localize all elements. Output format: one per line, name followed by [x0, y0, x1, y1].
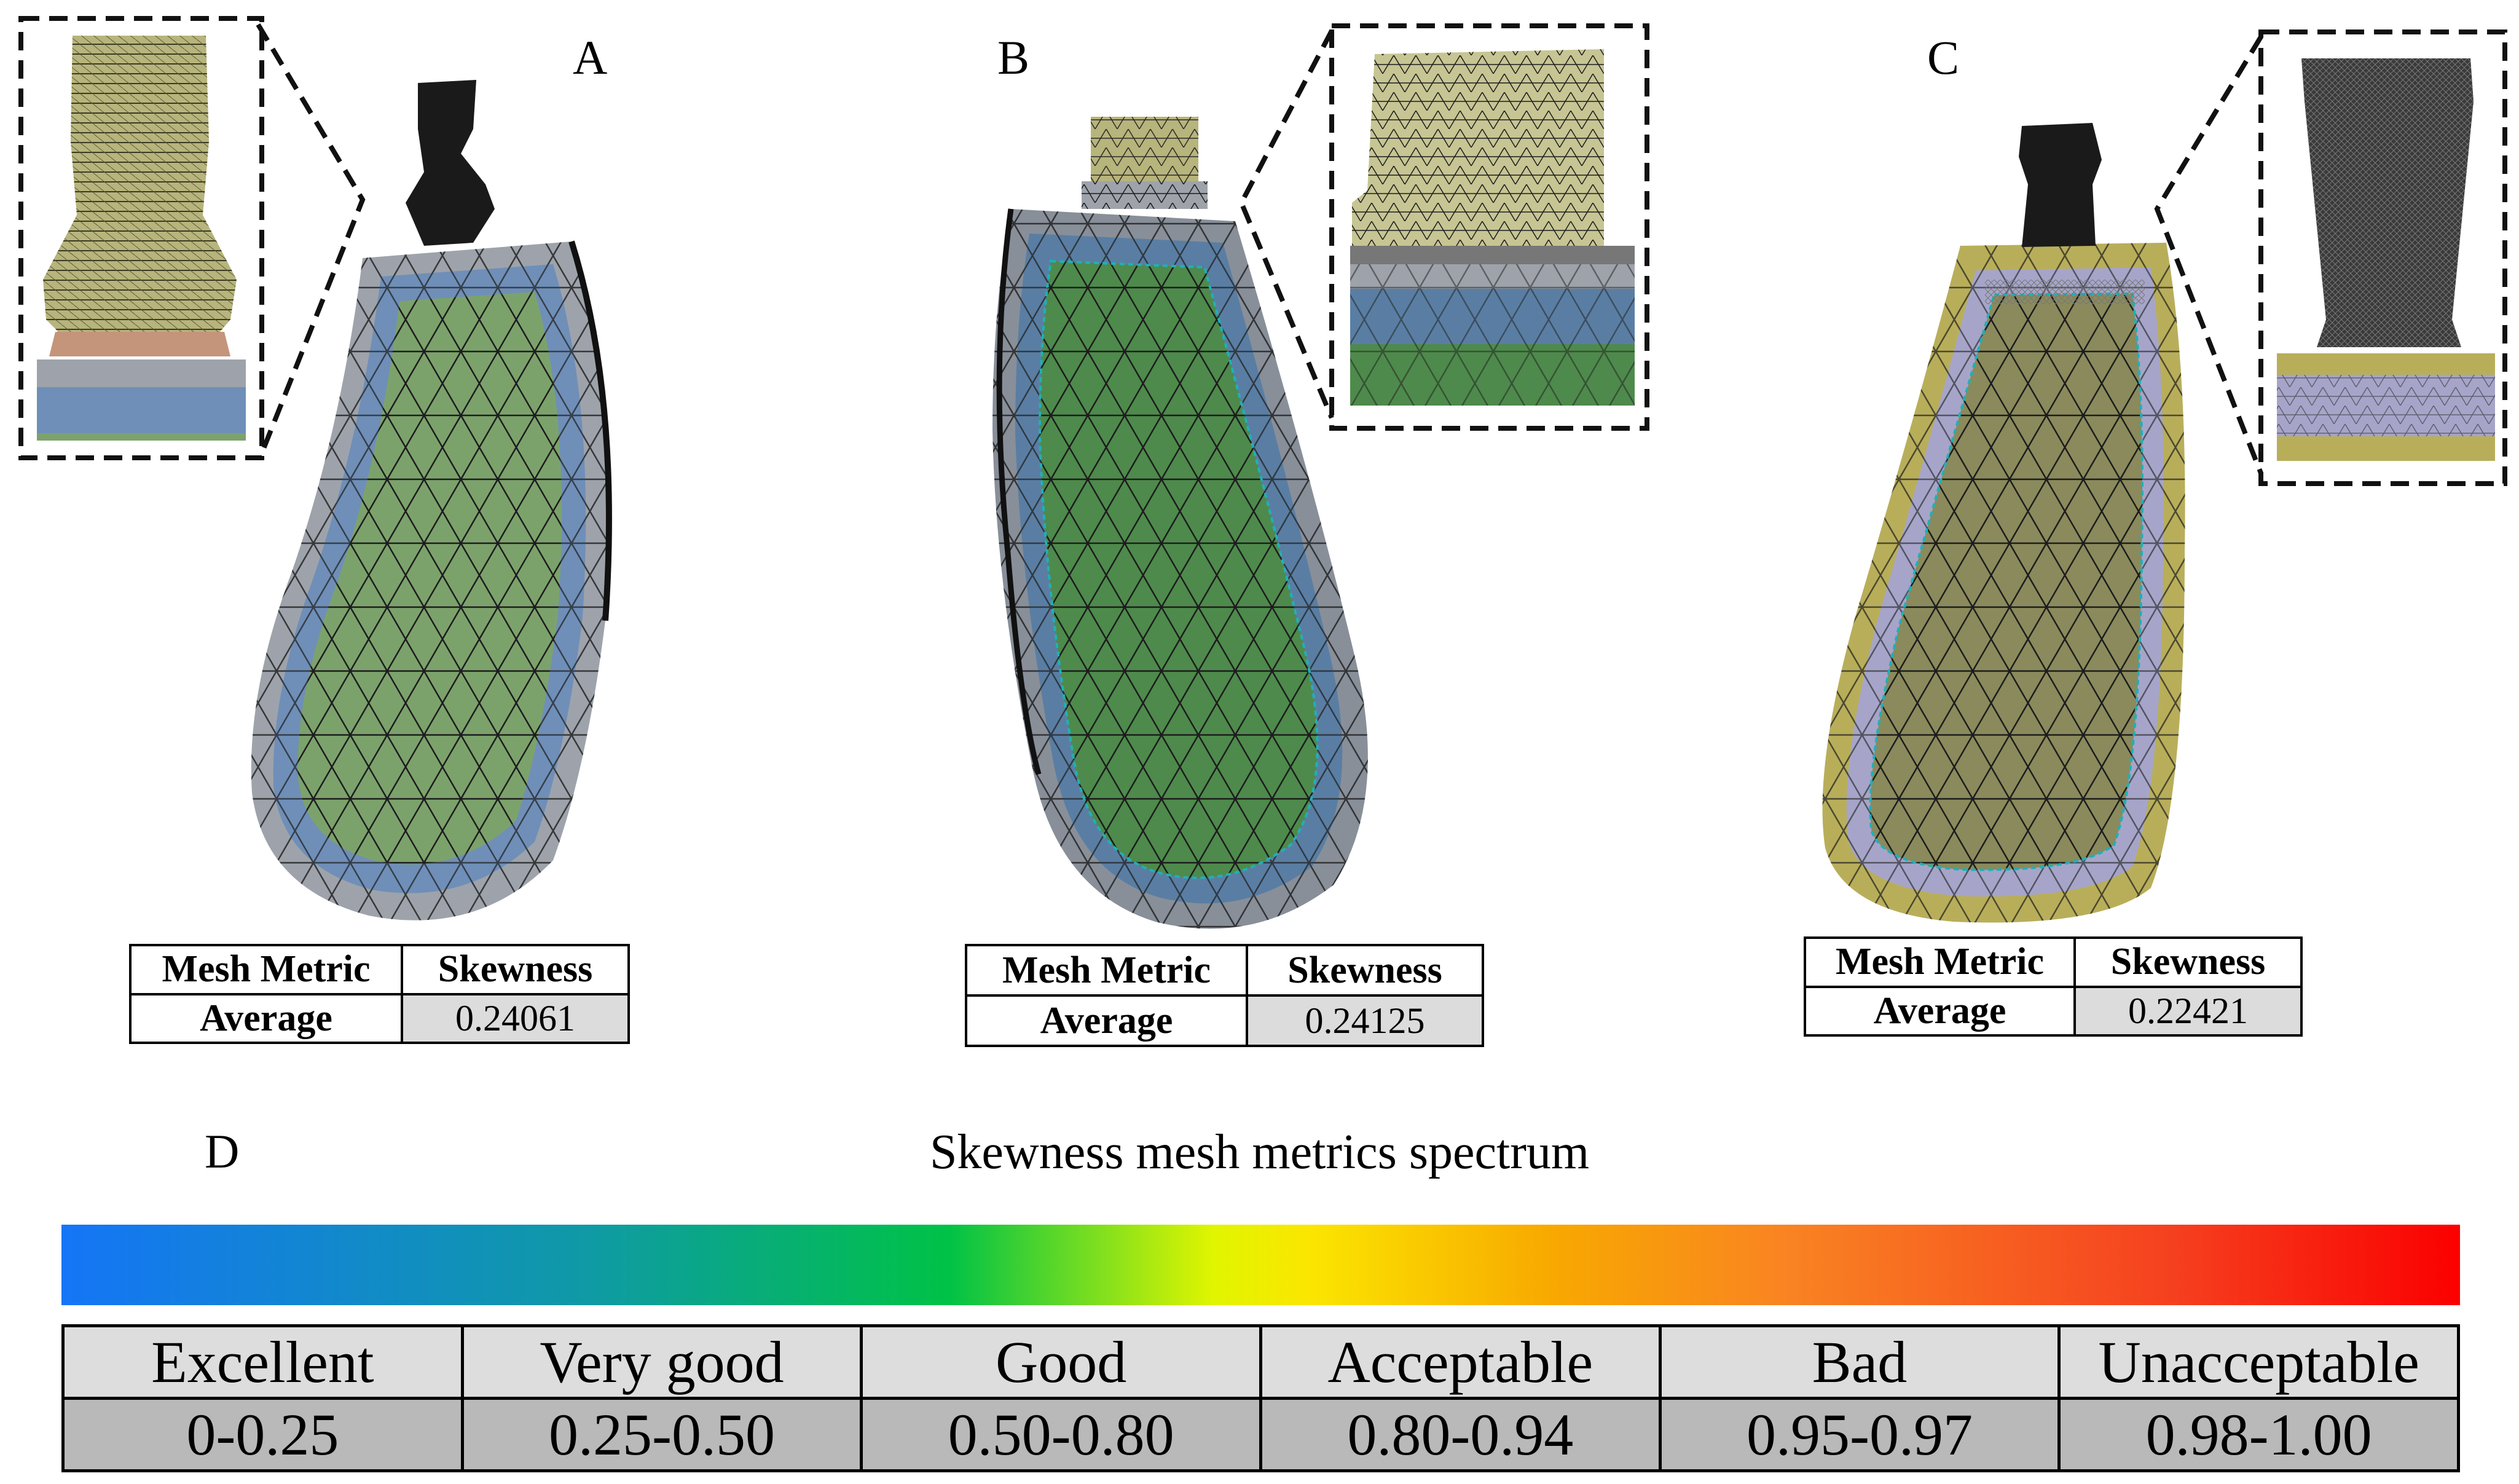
panel-c-mesh-table: Mesh Metric Skewness Average 0.22421	[1804, 936, 2303, 1037]
panel-a-metric-header: Mesh Metric	[129, 944, 403, 995]
panel-b-letter: B	[997, 31, 1030, 84]
panel-c-letter: C	[1927, 31, 1960, 84]
panel-b-model	[992, 117, 1368, 929]
panel-b-average-label: Average	[965, 994, 1248, 1047]
panel-c-skewness-header: Skewness	[2073, 936, 2303, 988]
panel-c-inset	[2154, 29, 2507, 486]
range-very-good: 0.25-0.50	[460, 1397, 863, 1472]
panel-a-model	[251, 80, 612, 921]
panel-a-letter: A	[573, 31, 608, 84]
category-excellent: Excellent	[61, 1324, 464, 1400]
panel-c-metric-header: Mesh Metric	[1804, 936, 2076, 988]
panel-a-mesh-table: Mesh Metric Skewness Average 0.24061	[129, 944, 630, 1044]
panel-a-average-label: Average	[129, 992, 403, 1044]
range-good: 0.50-0.80	[860, 1397, 1262, 1472]
panel-b-inset	[1238, 23, 1649, 431]
panel-c-average-label: Average	[1804, 985, 2076, 1037]
category-good: Good	[860, 1324, 1262, 1400]
panel-a-inset	[18, 16, 366, 460]
category-bad: Bad	[1658, 1324, 2061, 1400]
category-very-good: Very good	[460, 1324, 863, 1400]
panel-c-implant	[2019, 123, 2102, 247]
panel-a-skewness-value: 0.24061	[401, 992, 630, 1044]
range-excellent: 0-0.25	[61, 1397, 464, 1472]
category-unacceptable: Unacceptable	[2057, 1324, 2460, 1400]
panel-c-skewness-value: 0.22421	[2073, 985, 2303, 1037]
range-acceptable: 0.80-0.94	[1259, 1397, 1662, 1472]
range-unacceptable: 0.98-1.00	[2057, 1397, 2460, 1472]
panel-a-skewness-header: Skewness	[401, 944, 630, 995]
panel-b-skewness-value: 0.24125	[1246, 994, 1484, 1047]
panel-b-skewness-header: Skewness	[1246, 944, 1484, 997]
panel-a-implant	[406, 80, 495, 246]
panel-b-mesh-table: Mesh Metric Skewness Average 0.24125	[965, 944, 1484, 1047]
category-acceptable: Acceptable	[1259, 1324, 1662, 1400]
panel-c-model	[1822, 123, 2185, 923]
skewness-spectrum-table: Excellent Very good Good Acceptable Bad …	[61, 1324, 2460, 1472]
panel-b-metric-header: Mesh Metric	[965, 944, 1248, 997]
spectrum-title: Skewness mesh metrics spectrum	[929, 1125, 1590, 1179]
skewness-color-bar	[61, 1225, 2460, 1305]
panel-d-letter: D	[205, 1125, 240, 1178]
range-bad: 0.95-0.97	[1658, 1397, 2061, 1472]
